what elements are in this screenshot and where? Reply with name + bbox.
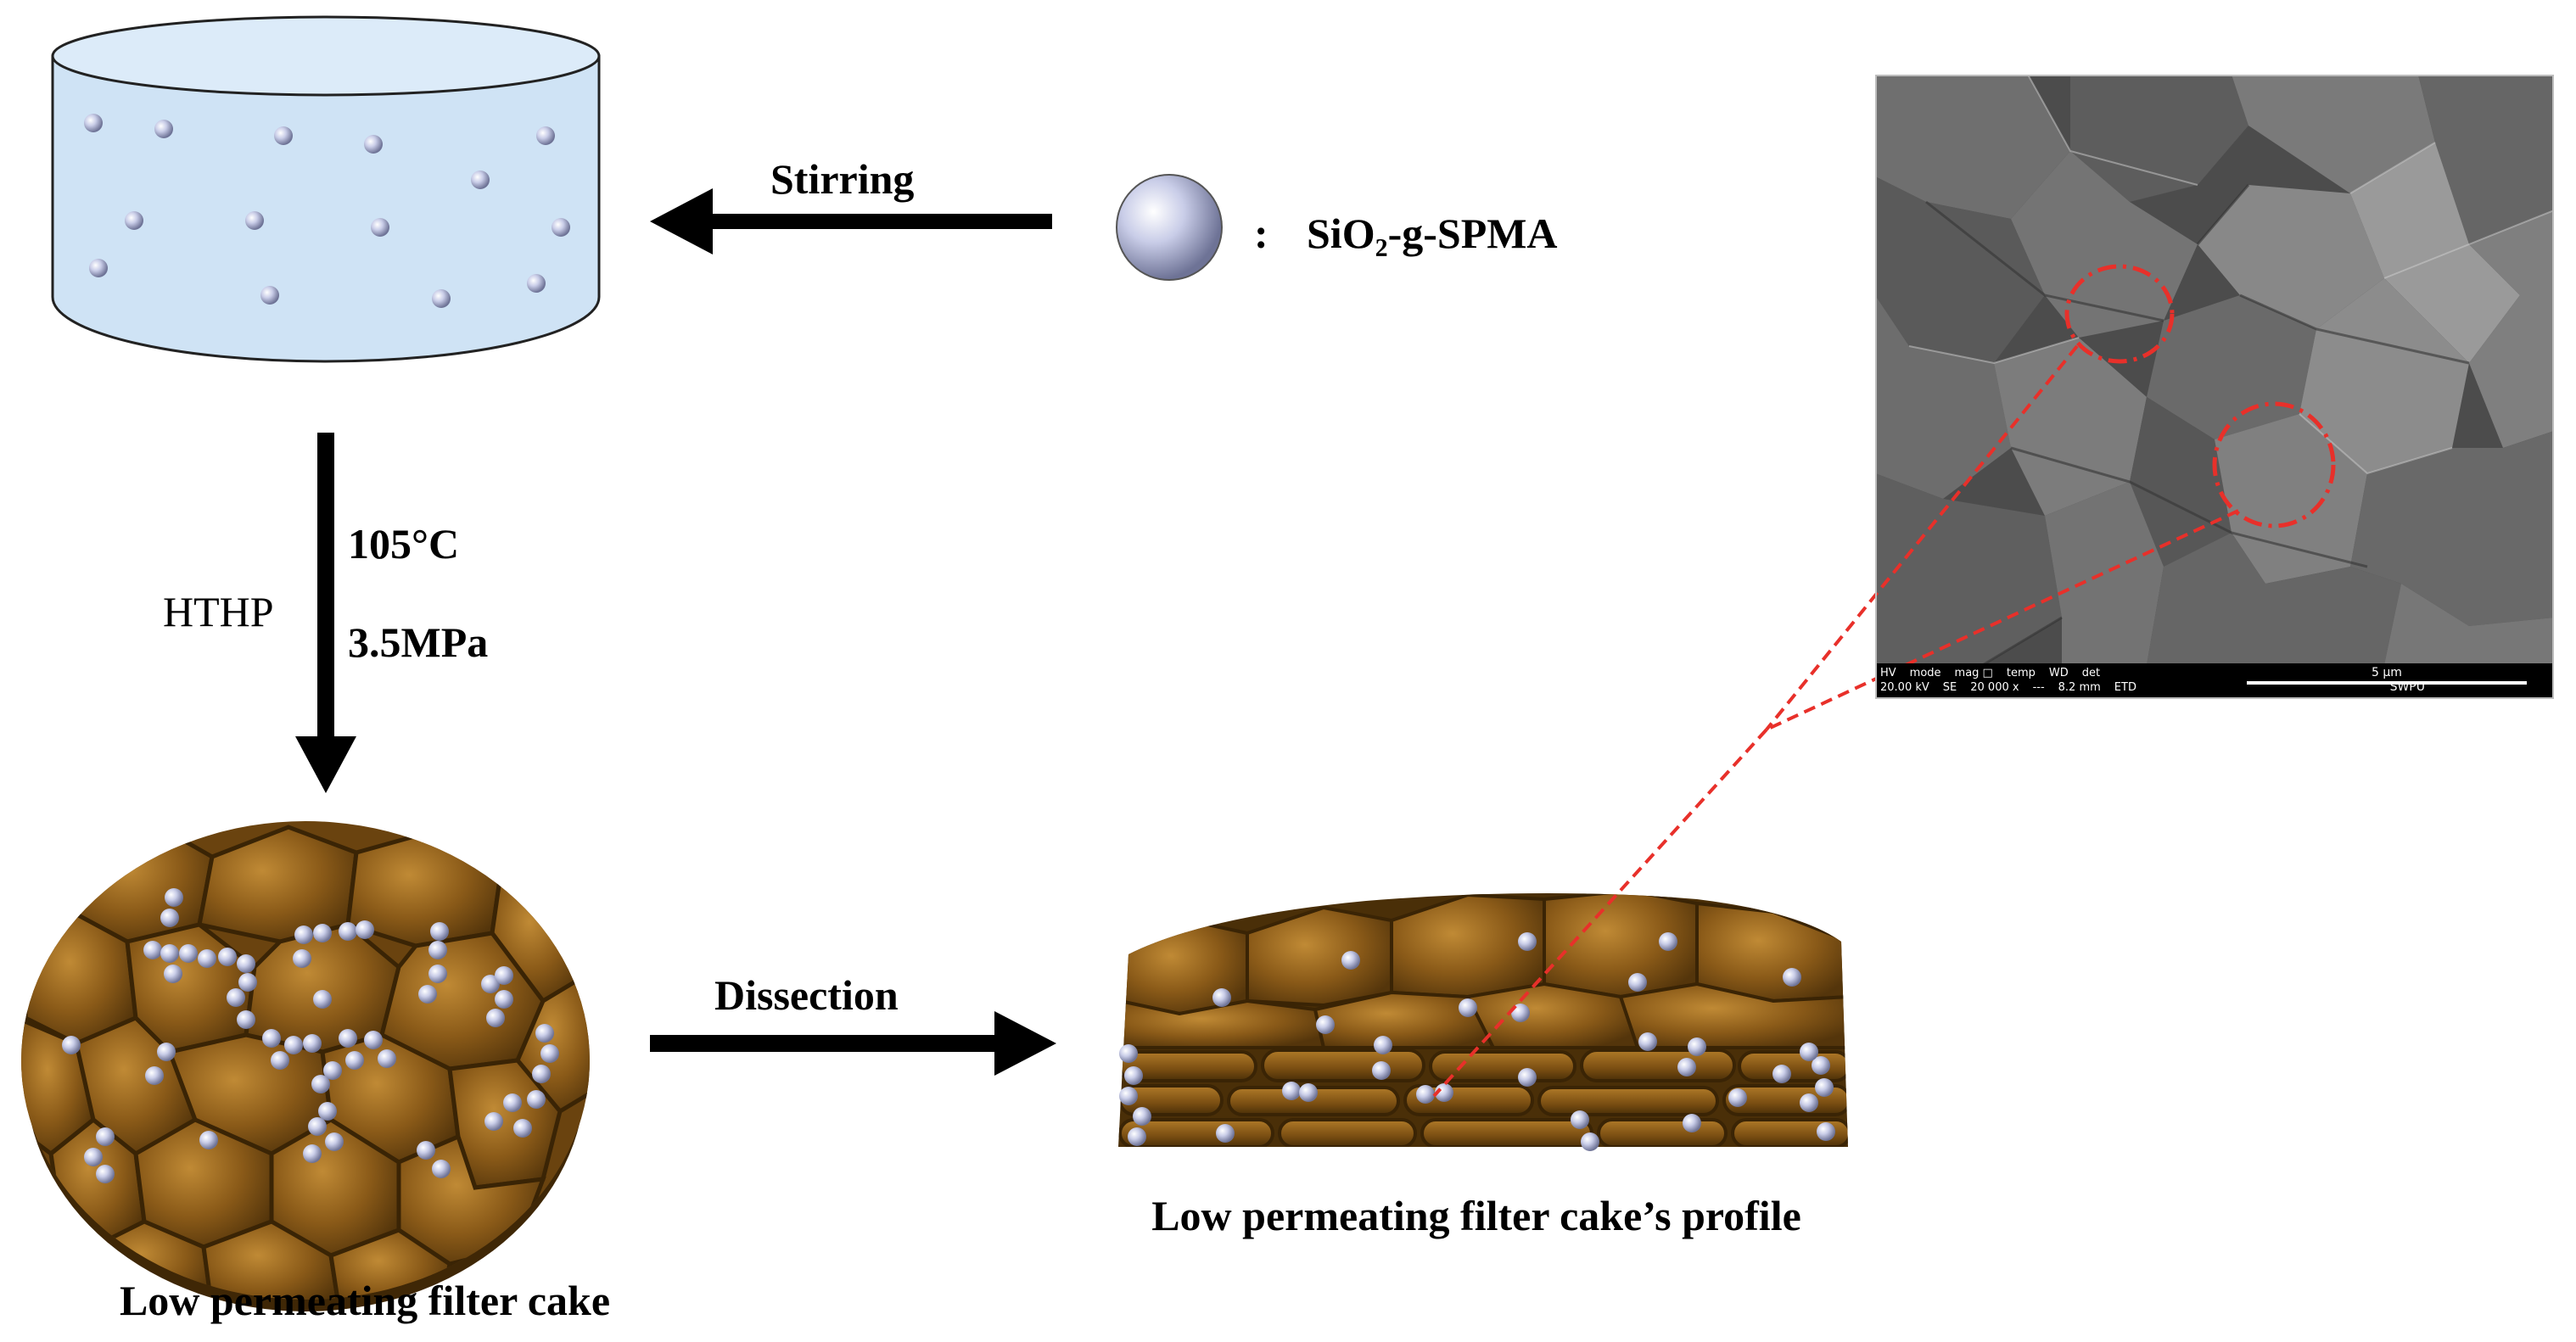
sem-wd-value: 8.2 mm [2058, 681, 2101, 694]
beaker-particles [84, 114, 570, 308]
filter-cake-caption: Low permeating filter cake [119, 1277, 611, 1324]
sem-organization: SWPU [2389, 680, 2425, 694]
zoom-callout-lines [1432, 344, 2239, 1098]
dissection-arrow [650, 1011, 1056, 1076]
stirring-label: Stirring [770, 155, 915, 203]
profile-particles [1119, 932, 1835, 1151]
cake-particles [62, 888, 559, 1183]
sem-mode-value: SE [1942, 681, 1957, 694]
sem-hv-value: 20.00 kV [1880, 681, 1929, 694]
sem-image-frame: HV mode mag □ temp WD det 20.00 kV SE 20… [1875, 75, 2554, 699]
stirring-arrow [650, 188, 1052, 254]
hthp-arrow [295, 433, 356, 793]
filter-cake-profile [1118, 892, 1848, 1147]
beaker [51, 15, 601, 363]
pressure-label: 3.5MPa [348, 618, 489, 666]
sem-det-label: det [2081, 667, 2101, 679]
filter-cake [21, 821, 590, 1311]
sem-micrograph [1875, 75, 2554, 699]
method-label: HTHP [163, 588, 274, 635]
sem-highlight-markers [2064, 264, 2336, 528]
sem-mag-label: mag □ [1954, 667, 1993, 679]
dissection-label: Dissection [714, 971, 899, 1019]
temperature-label: 105°C [348, 520, 460, 568]
legend-colon: : [1254, 210, 1268, 257]
sem-temp-label: temp [2006, 667, 2036, 679]
sem-mode-label: mode [1909, 667, 1941, 679]
sem-wd-label: WD [2048, 667, 2069, 679]
sem-det-value: ETD [2114, 681, 2136, 694]
profile-caption: Low permeating filter cake’s profile [1151, 1192, 1801, 1239]
sem-scale-label: 5 μm [2372, 666, 2402, 679]
legend-particle-icon [1116, 174, 1223, 281]
sem-hv-label: HV [1880, 667, 1896, 679]
sem-mag-value: 20 000 x [1970, 681, 2019, 694]
sem-databar: HV mode mag □ temp WD det 20.00 kV SE 20… [1877, 663, 2552, 697]
sem-scale-line [2247, 681, 2527, 685]
legend-label: SiO₂-g-SPMA [1307, 210, 1558, 257]
sem-temp-value: --- [2032, 681, 2045, 694]
sem-scale-bar: 5 μm [2247, 666, 2527, 685]
